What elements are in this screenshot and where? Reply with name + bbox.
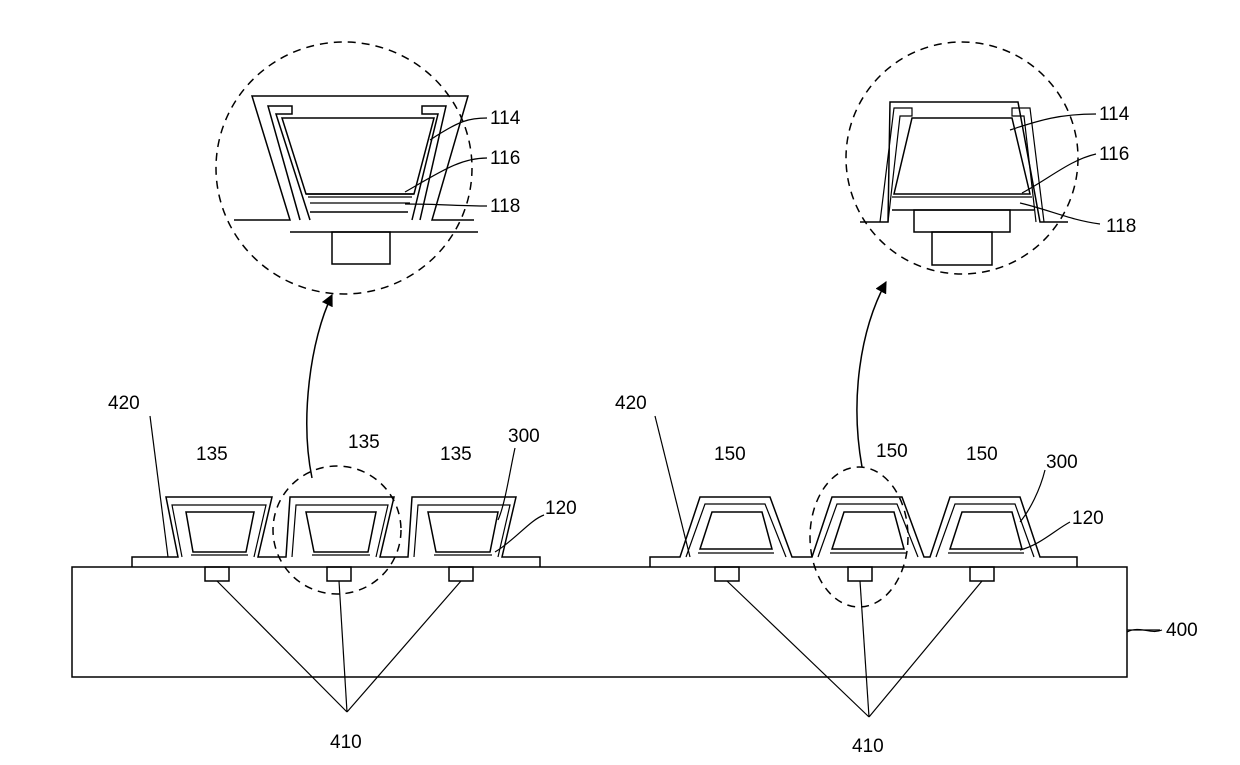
label-410-right: 410: [852, 736, 884, 757]
right-encapsulation-300: [650, 497, 1077, 567]
label-114-left: 114: [490, 108, 521, 129]
label-135-2: 135: [348, 432, 380, 453]
label-114-right: 114: [1099, 104, 1130, 125]
left-chips-135: [186, 512, 498, 555]
leader-lines: [150, 114, 1162, 717]
left-magnified-view: [216, 42, 478, 294]
label-150-2: 150: [876, 441, 908, 462]
label-135-3: 135: [440, 444, 472, 465]
label-118-left: 118: [490, 196, 520, 217]
label-150-1: 150: [714, 444, 746, 465]
label-420-right: 420: [615, 393, 647, 414]
label-118-right: 118: [1106, 216, 1136, 237]
label-300-right: 300: [1046, 452, 1078, 473]
label-120-left: 120: [545, 498, 577, 519]
right-magnified-view: [846, 42, 1078, 274]
label-420-left: 420: [108, 393, 140, 414]
right-chips-150: [698, 512, 1024, 553]
label-150-3: 150: [966, 444, 998, 465]
pads-410: [205, 567, 994, 581]
label-116-left: 116: [490, 148, 520, 169]
right-arrow: [857, 282, 886, 467]
substrate-400: [72, 567, 1127, 677]
left-arrow: [307, 295, 332, 478]
label-135-1: 135: [196, 444, 228, 465]
label-300-left: 300: [508, 426, 540, 447]
label-400: 400: [1166, 620, 1198, 641]
label-410-left: 410: [330, 732, 362, 753]
left-encapsulation-300: [132, 497, 540, 567]
label-120-right: 120: [1072, 508, 1104, 529]
label-116-right: 116: [1099, 144, 1129, 165]
